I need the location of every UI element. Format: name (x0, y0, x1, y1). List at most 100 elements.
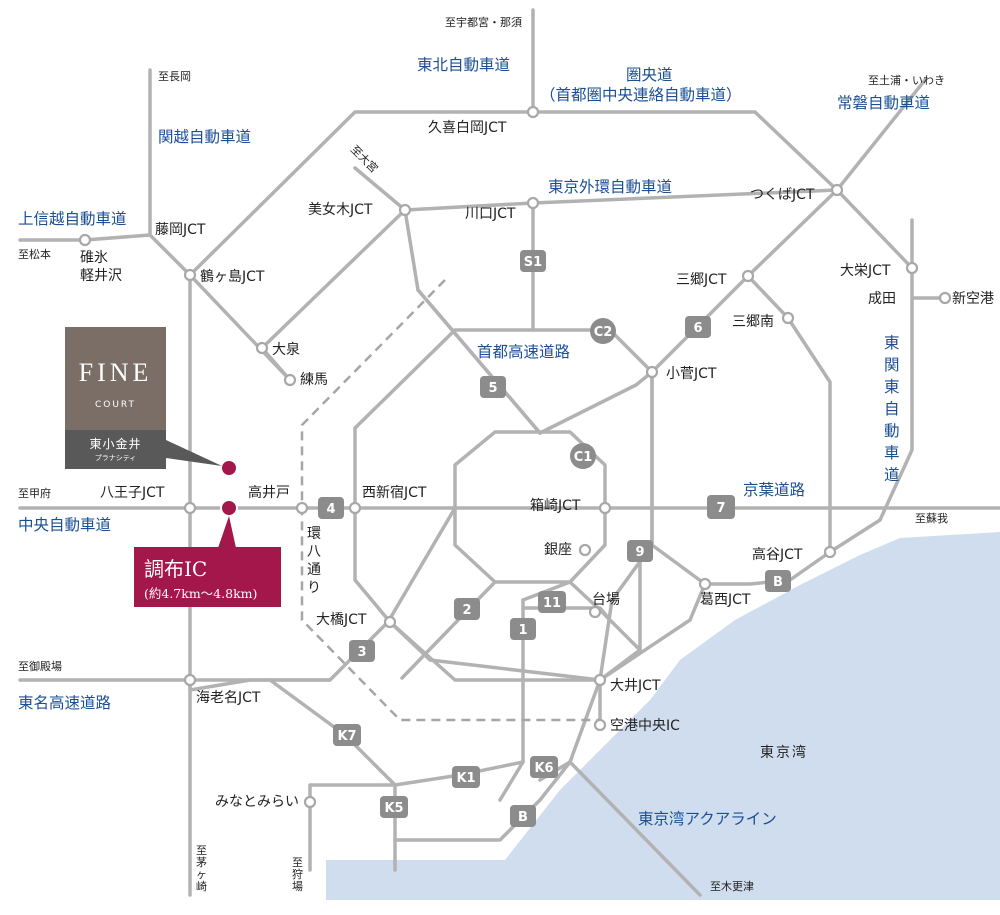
svg-text:ヶ: ヶ (196, 868, 207, 881)
label-kosuge-jct: 小菅JCT (666, 366, 717, 382)
label-nerima: 練馬 (300, 372, 328, 388)
svg-text:6: 6 (693, 321, 702, 336)
dir-kisarazu: 至木更津 (710, 880, 754, 893)
route-shield-k7: K7 (333, 724, 361, 746)
route-shield-3: 3 (349, 640, 375, 662)
route-shield-1: 1 (510, 618, 536, 640)
dir-soga: 至蘇我 (915, 512, 948, 525)
label-koya-jct: 高谷JCT (752, 546, 803, 563)
joban-expressway-label: 常磐自動車道 (837, 94, 930, 112)
label-oizumi: 大泉 (272, 341, 300, 358)
label-usui: 碓氷 (80, 250, 108, 266)
route-shield-9: 9 (627, 540, 653, 562)
label-ebina-jct: 海老名JCT (196, 690, 261, 706)
dir-tsuchiura: 至土浦・いわき (868, 74, 945, 87)
shutoko-label: 首都高速道路 (477, 343, 571, 361)
svg-text:至: 至 (196, 844, 207, 857)
label-daiba: 台場 (592, 592, 620, 608)
label-kuki-jct: 久喜白岡JCT (428, 120, 507, 136)
svg-text:C2: C2 (594, 325, 613, 340)
label-fujioka-jct: 藤岡JCT (155, 222, 206, 238)
svg-text:K7: K7 (337, 729, 356, 744)
chuo-expressway-label: 中央自動車道 (18, 516, 111, 534)
svg-text:K1: K1 (456, 771, 475, 786)
tohoku-expressway-label: 東北自動車道 (417, 56, 510, 74)
svg-text:茅: 茅 (196, 856, 207, 869)
svg-text:1: 1 (518, 623, 527, 638)
joshinetsu-expressway-label: 上信越自動車道 (18, 210, 127, 228)
svg-text:八: 八 (307, 544, 321, 560)
dir-karibaba: 至狩場 (292, 856, 303, 893)
route-shield-b-south: B (510, 805, 536, 827)
label-hachioji-jct: 八王子JCT (100, 485, 165, 501)
higashikanto-expressway-label: 東関東 自動車道 (884, 334, 900, 484)
svg-text:動: 動 (884, 422, 900, 440)
label-kawaguchi-jct: 川口JCT (465, 206, 516, 222)
dir-nagaoka: 至長岡 (158, 70, 191, 83)
route-shield-c1: C1 (570, 443, 596, 469)
route-shield-b-east: B (765, 570, 791, 592)
label-kasai-jct: 葛西JCT (700, 592, 751, 608)
svg-text:C1: C1 (574, 450, 593, 465)
tomei-expressway-label: 東名高速道路 (18, 694, 112, 712)
kenodo-full-label: （首都圏中央連絡自動車道） (540, 86, 742, 104)
svg-text:環: 環 (307, 526, 321, 542)
label-tsurugashima-jct: 鶴ヶ島JCT (200, 268, 265, 285)
route-shield-2: 2 (454, 598, 480, 620)
svg-text:11: 11 (543, 596, 561, 611)
svg-text:4: 4 (326, 502, 335, 517)
svg-text:K6: K6 (534, 761, 553, 776)
label-bijogi-jct: 美女木JCT (308, 201, 373, 218)
label-karuizawa: 軽井沢 (80, 268, 122, 284)
label-tsukuba-jct: つくばJCT (750, 187, 815, 203)
svg-text:7: 7 (716, 501, 725, 516)
dir-omiya: 至大宮 (348, 142, 381, 175)
label-ginza: 銀座 (544, 542, 572, 558)
dir-gotemba: 至御殿場 (18, 659, 62, 673)
svg-text:B: B (773, 575, 783, 590)
label-minatomirai: みなとみらい (215, 794, 299, 810)
dir-matsumoto: 至松本 (18, 247, 51, 261)
route-shield-k6: K6 (530, 756, 558, 778)
label-narita: 成田 (868, 291, 896, 307)
fine-court-logo: FINE COURT 東小金井 プラナシティ (65, 327, 166, 469)
svg-text:狩: 狩 (292, 867, 303, 881)
label-takaido: 高井戸 (248, 484, 290, 501)
route-shield-c2: C2 (590, 318, 616, 344)
svg-text:S1: S1 (524, 255, 542, 270)
logo-location-sub: プラナシティ (94, 454, 137, 462)
kanetsu-expressway-label: 関越自動車道 (158, 128, 251, 146)
gaikan-expressway-label: 東京外環自動車道 (548, 178, 672, 196)
route-shield-11: 11 (538, 591, 566, 613)
svg-text:東: 東 (884, 378, 900, 396)
label-oi-jct: 大井JCT (610, 678, 661, 694)
logo-subname: COURT (94, 400, 137, 410)
svg-text:道: 道 (884, 466, 900, 484)
route-shield-4: 4 (318, 497, 344, 519)
label-airport-ic: 空港中央IC (610, 718, 680, 734)
logo-name: FINE (78, 358, 153, 387)
svg-text:B: B (518, 810, 528, 825)
svg-text:車: 車 (884, 444, 900, 462)
label-oei-jct: 大栄JCT (840, 263, 891, 279)
svg-text:9: 9 (635, 545, 644, 560)
kanpachi-dashed-route (300, 279, 600, 722)
aqualine-label: 東京湾アクアライン (638, 810, 777, 828)
svg-text:崎: 崎 (196, 879, 207, 893)
svg-text:K5: K5 (384, 801, 403, 816)
logo-pointer (166, 440, 222, 466)
label-shinkuko: 新空港 (952, 291, 994, 307)
label-misato-jct: 三郷JCT (676, 272, 727, 288)
junction-nodes (78, 105, 952, 809)
route-shield-5: 5 (480, 376, 506, 398)
svg-text:5: 5 (488, 381, 497, 396)
svg-text:2: 2 (462, 603, 471, 618)
logo-location: 東小金井 プラナシティ (65, 430, 166, 469)
svg-text:自: 自 (884, 400, 900, 418)
ic-pointer (218, 516, 236, 548)
ic-name: 調布IC (144, 557, 208, 581)
label-ohashi-jct: 大橋JCT (316, 612, 367, 628)
route-shield-s1: S1 (520, 250, 546, 272)
